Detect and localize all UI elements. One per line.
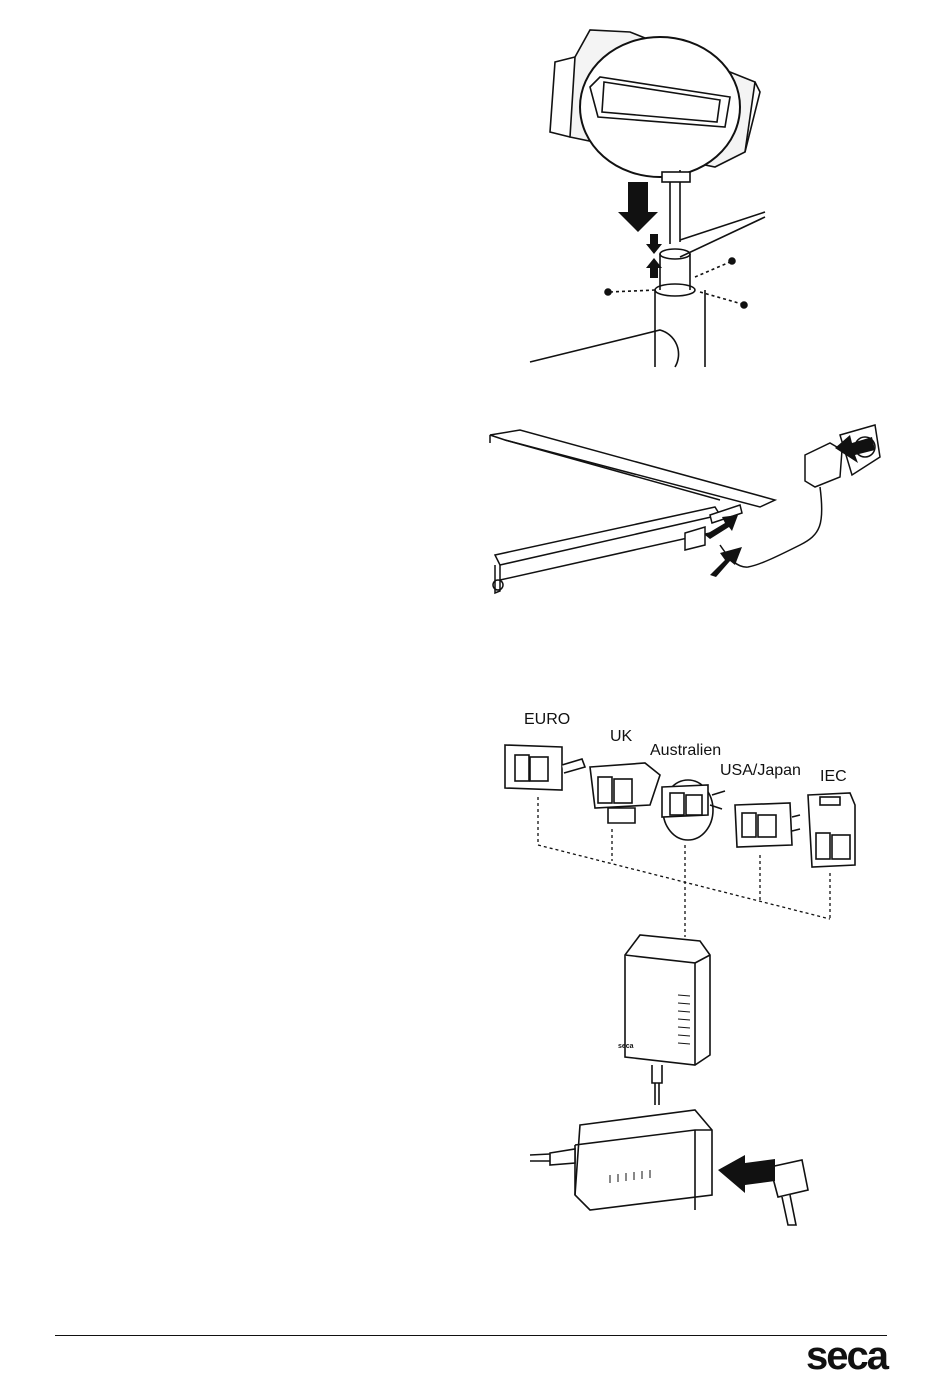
plug-adapters-figure: EURO UK Australien USA/Japan IEC: [490, 705, 870, 1265]
power-connection-drawing: [480, 415, 890, 605]
footer-rule: [55, 1335, 887, 1336]
power-connection-figure: [480, 415, 890, 605]
adapter-brand-text: seca: [618, 1043, 634, 1050]
display-mount-figure: [520, 22, 780, 372]
seca-logo: seca: [806, 1334, 887, 1379]
display-mount-drawing: [520, 22, 780, 372]
plug-adapters-drawing: seca: [490, 705, 870, 1265]
